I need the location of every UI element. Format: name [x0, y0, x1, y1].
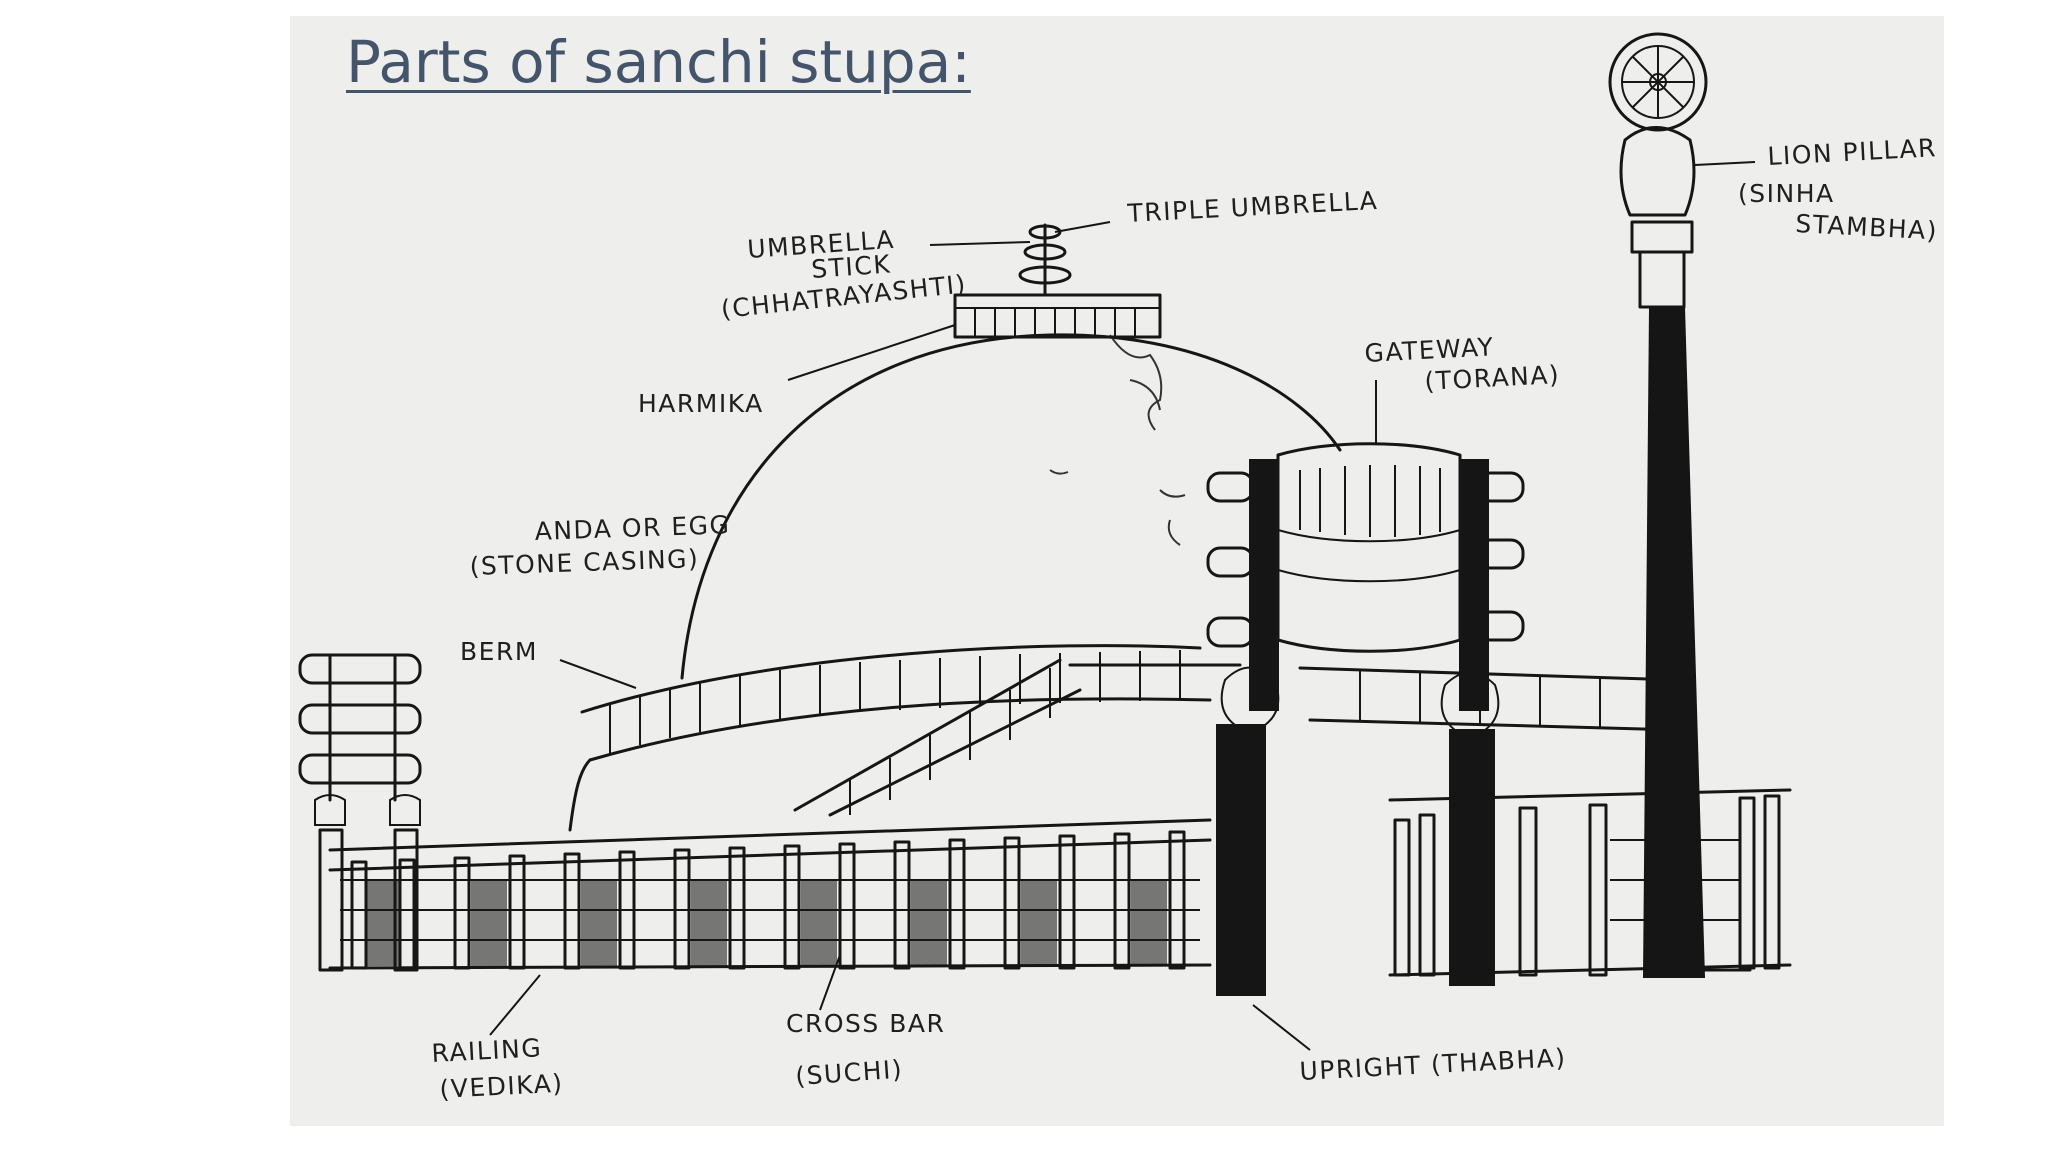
lion-pillar	[1608, 32, 1752, 978]
ground-railing	[328, 818, 1212, 970]
label-anda-2: (STONE CASING)	[469, 544, 700, 581]
main-gateway	[1206, 442, 1525, 996]
dome-weathering	[1049, 334, 1186, 546]
label-triple-umbrella: TRIPLE UMBRELLA	[1126, 186, 1379, 228]
harmika	[953, 293, 1162, 339]
label-berm: BERM	[460, 637, 538, 666]
label-gateway-2: (TORANA)	[1424, 360, 1561, 396]
label-umbrella-stick-2: STICK	[810, 249, 892, 284]
label-lion-pillar-2: (SINHA	[1738, 179, 1835, 208]
label-upright: UPRIGHT (THABHA)	[1299, 1043, 1567, 1086]
leader-lines	[489, 161, 1756, 1051]
label-anda-1: ANDA OR EGG	[534, 510, 731, 546]
triple-umbrella	[1018, 223, 1072, 297]
label-lion-pillar-3: STAMBHA)	[1795, 209, 1939, 245]
staircase	[793, 658, 1242, 817]
diagram-labels: TRIPLE UMBRELLA UMBRELLA STICK (CHHATRAY…	[431, 133, 1939, 1104]
label-cross-bar-1: CROSS BAR	[786, 1009, 945, 1038]
label-railing-1: RAILING	[431, 1033, 543, 1068]
label-harmika: HARMIKA	[638, 389, 764, 418]
berm-railing	[580, 644, 1682, 762]
anda-dome	[680, 333, 1342, 680]
label-gateway-1: GATEWAY	[1364, 332, 1495, 368]
left-gateway	[298, 653, 422, 972]
label-railing-2: (VEDIKA)	[439, 1069, 564, 1104]
slide-title: Parts of sanchi stupa:	[346, 28, 971, 96]
label-cross-bar-2: (SUCHI)	[794, 1055, 904, 1091]
drum-base	[568, 758, 592, 832]
label-lion-pillar-1: LION PILLAR	[1767, 133, 1938, 171]
